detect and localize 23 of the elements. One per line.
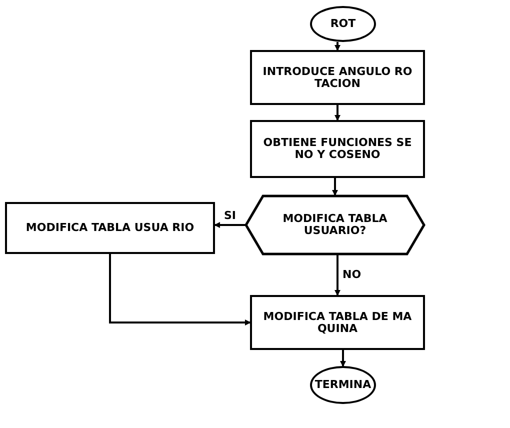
terminal-oval [310,6,376,42]
process-box [5,202,215,254]
node-text: INTRODUCE ANGULO RO TACION [262,66,414,90]
node-text: MODIFICA TABLA DE MA QUINA [262,310,413,334]
decision-hexagon [245,195,425,255]
arrow [214,222,245,228]
node-text: ROT [330,18,356,30]
terminal-oval [310,366,376,404]
arrow [109,254,251,326]
process-box [250,295,425,350]
process-box [250,50,425,105]
arrow [334,105,340,121]
edge-label: NO [342,268,362,281]
process-box [250,120,425,178]
arrow [334,42,340,51]
arrow [340,350,346,367]
node-text: OBTIENE FUNCIONES SE NO Y COSENO [262,137,413,161]
node-text: TERMINA [314,379,372,391]
edge-label: SI [223,209,238,222]
arrow [334,255,340,296]
node-text: MODIFICA TABLA USUARIO? [282,213,388,237]
arrow [332,178,338,196]
node-text: MODIFICA TABLA USUA RIO [26,222,194,234]
